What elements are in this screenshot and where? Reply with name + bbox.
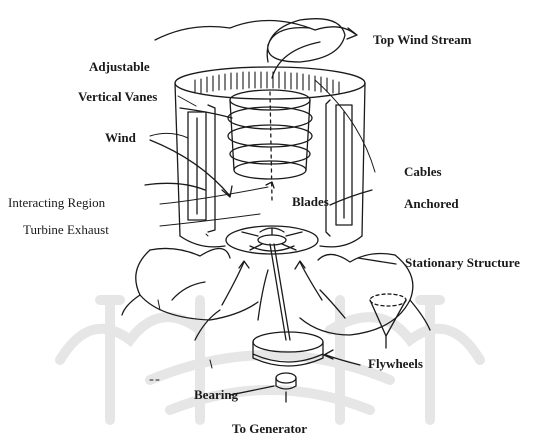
exhaust-airflow-arrows — [195, 261, 345, 340]
label-bearing: Bearing — [194, 387, 238, 402]
exhaust-vortex-loops — [267, 19, 345, 78]
label-flywheels: Flywheels — [368, 356, 423, 371]
leader-lines — [150, 80, 375, 226]
label-blades: Blades — [292, 194, 329, 209]
vortex-axis-line — [270, 92, 272, 200]
label-interacting-region: Interacting Region — [8, 195, 105, 210]
vane-crown — [195, 72, 339, 94]
internal-vortex-coil — [228, 90, 312, 179]
label-adjustable: Adjustable — [89, 59, 150, 74]
right-vertical-vanes — [326, 100, 352, 236]
label-wind: Wind — [105, 130, 136, 145]
label-to-generator: To Generator — [232, 421, 307, 436]
drive-shaft — [270, 244, 290, 340]
label-stationary-structure: Stationary Structure — [405, 255, 520, 270]
top-wind-stream-arrow — [155, 20, 357, 40]
label-cables: Cables — [404, 164, 442, 179]
turbine-blades — [226, 226, 318, 254]
label-vertical-vanes: Vertical Vanes — [78, 89, 157, 104]
label-top-wind-stream: Top Wind Stream — [373, 32, 472, 47]
label-turbine-exhaust: Turbine Exhaust — [23, 222, 109, 237]
label-anchored: Anchored — [404, 196, 459, 211]
